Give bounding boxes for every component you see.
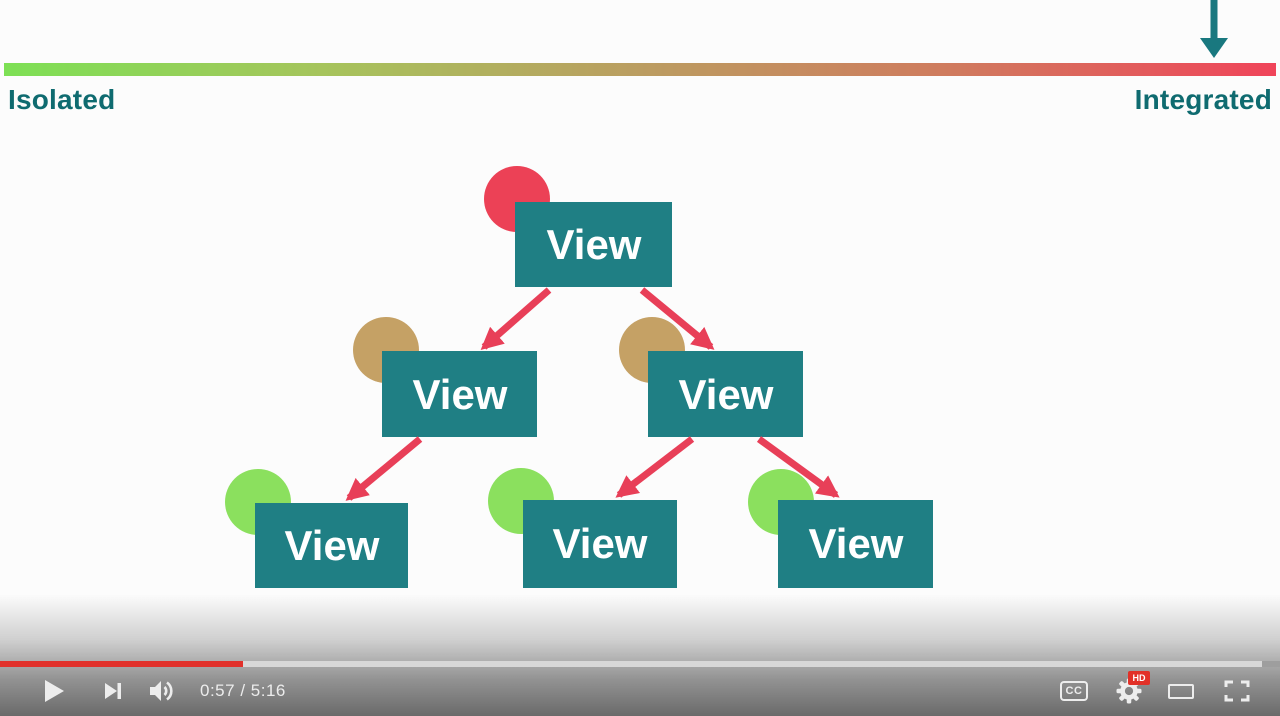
isolated-label: Isolated — [8, 84, 116, 115]
settings-button[interactable]: HD — [1114, 671, 1150, 706]
view-node-label: View — [413, 371, 508, 418]
fullscreen-button[interactable] — [1224, 680, 1250, 702]
edge-root-to-mid-right — [639, 287, 715, 350]
theater-icon — [1168, 683, 1194, 699]
view-node-mid-right: View — [648, 351, 803, 437]
view-node-label: View — [679, 371, 774, 418]
volume-button[interactable] — [146, 678, 178, 704]
next-icon — [105, 683, 121, 699]
edge-mid-right-to-bottom-right — [756, 436, 840, 498]
play-icon — [45, 680, 64, 702]
down-arrow-icon — [1200, 0, 1228, 58]
buffered-progress — [0, 661, 1263, 667]
time-display: 0:57 / 5:16 — [200, 681, 286, 701]
current-time: 0:57 — [200, 681, 236, 700]
view-node-bottom-middle: View — [523, 500, 677, 588]
view-node-label: View — [547, 221, 642, 268]
hd-badge: HD — [1128, 671, 1150, 685]
view-node-bottom-left: View — [255, 503, 408, 588]
seek-bar[interactable] — [0, 661, 1280, 667]
captions-button[interactable]: CC — [1060, 681, 1088, 701]
theater-mode-button[interactable] — [1168, 683, 1194, 699]
view-node-bottom-right: View — [778, 500, 933, 588]
view-node-mid-left: View — [382, 351, 537, 437]
view-node-label: View — [285, 522, 380, 569]
volume-icon — [150, 681, 173, 701]
fullscreen-icon — [1224, 680, 1250, 702]
time-separator: / — [235, 681, 251, 700]
spectrum-gradient-bar — [4, 63, 1276, 76]
duration-time: 5:16 — [250, 681, 286, 700]
play-button[interactable] — [40, 678, 66, 704]
played-progress — [0, 661, 244, 667]
tree-edges — [345, 287, 840, 501]
view-node-label: View — [553, 520, 648, 567]
player-controls-bar: 0:57 / 5:16 CC — [0, 666, 1280, 716]
edge-mid-left-to-bottom-left — [345, 436, 423, 501]
view-node-label: View — [809, 520, 904, 567]
edge-mid-right-to-bottom-middle — [615, 436, 695, 498]
edge-root-to-mid-left — [480, 287, 552, 350]
view-node-root: View — [515, 202, 672, 287]
next-button[interactable] — [102, 680, 124, 702]
integrated-label: Integrated — [1134, 84, 1272, 115]
